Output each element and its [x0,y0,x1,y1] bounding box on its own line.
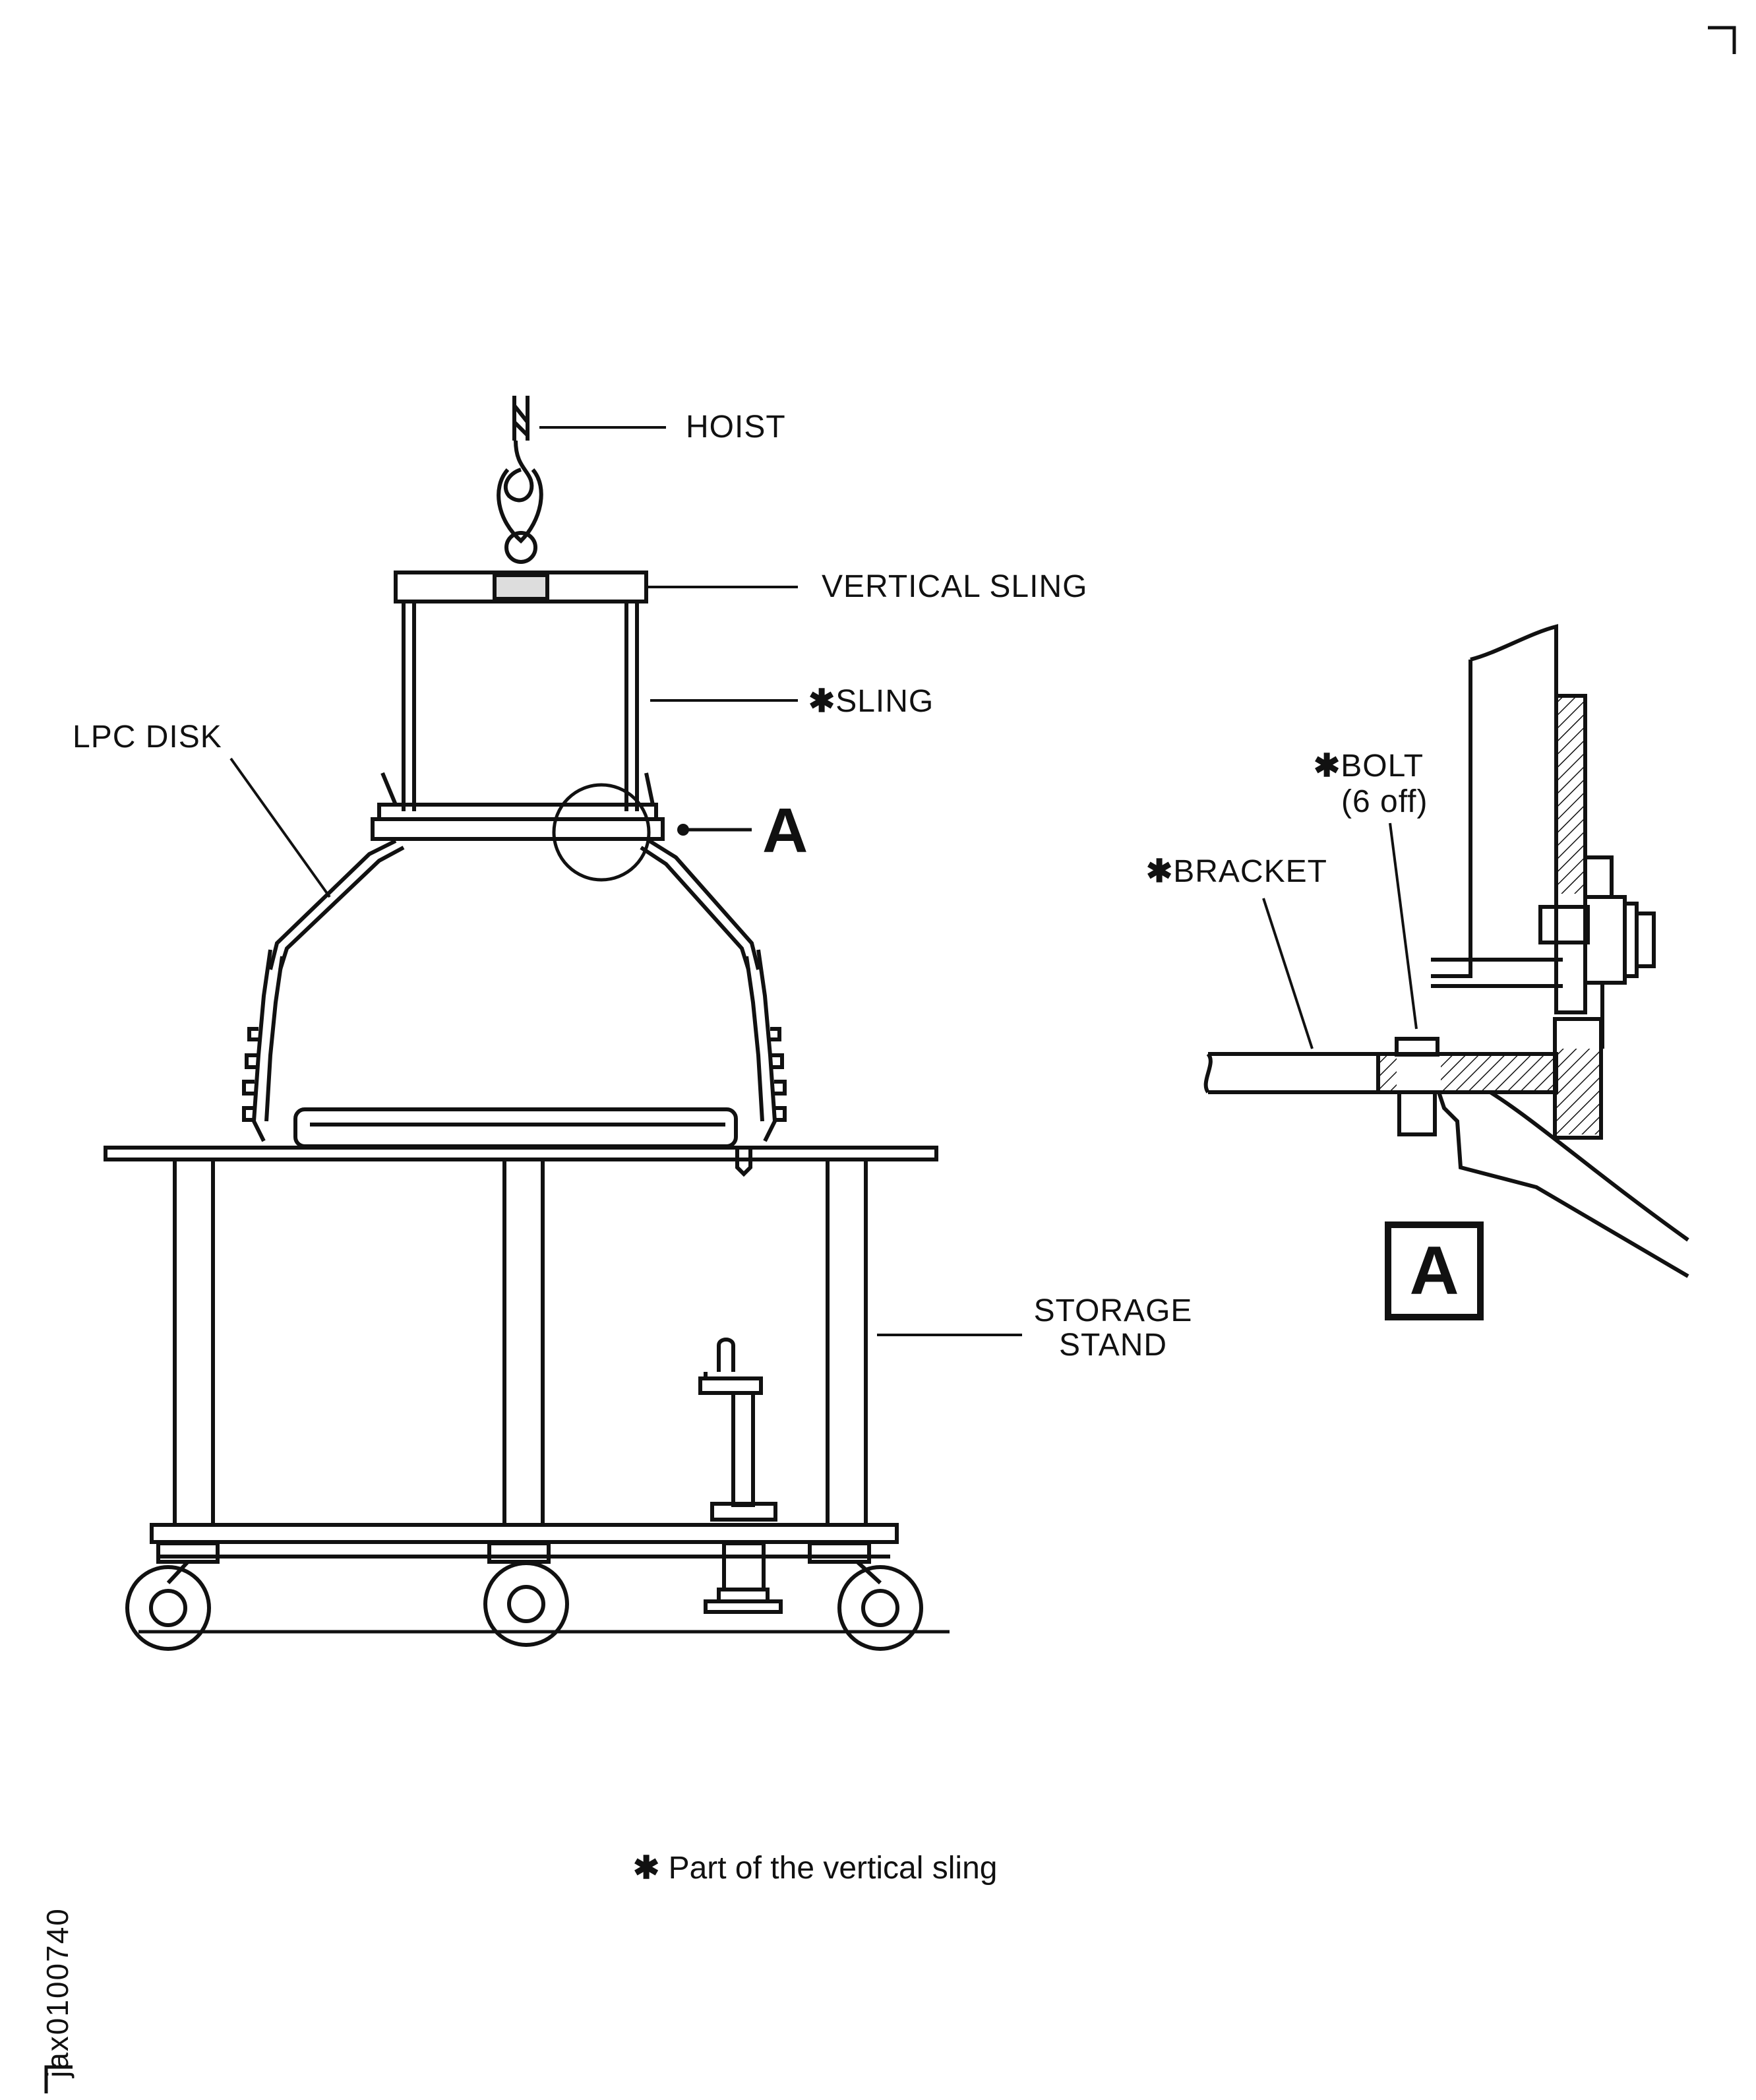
sling-label-text: SLING [835,684,934,719]
hoist-hook [497,396,543,564]
corner-mark-top-right [1708,26,1736,54]
sling-label: ✱SLING [808,686,934,718]
bolt-label-text: BOLT [1341,749,1424,784]
hatched-bracket-left [1378,1055,1397,1091]
detail-pointer-dot [677,824,689,836]
lpc-disk-label: LPC DISK [73,720,222,755]
leveling-jack [698,1338,783,1614]
sling-frame [371,602,665,841]
storage-stand [104,1146,938,1559]
detail-callout-letter: A [762,795,808,866]
bracket-label-text: BRACKET [1173,854,1327,889]
detail-a-drawing [1203,624,1689,1278]
storage-stand-label-line1: STORAGE [1033,1293,1193,1328]
leader-lines-detail [1262,822,1418,1049]
bolt-label: ✱BOLT [1314,751,1424,782]
asterisk-marker: ✱ [808,684,836,719]
footnote-text: Part of the vertical sling [668,1851,998,1886]
leader-lines-main [229,426,1022,1336]
lpc-disk [242,839,787,1148]
storage-stand-label: STORAGE STAND [1021,1294,1205,1363]
detail-circle-a [552,783,752,882]
footnote: ✱ Part of the vertical sling [633,1849,997,1886]
storage-stand-label-line2: STAND [1058,1328,1168,1363]
hatched-lower-plate [1556,1049,1600,1134]
bracket-label: ✱BRACKET [1146,856,1327,888]
hatched-bracket-arm [1441,1055,1553,1091]
asterisk-marker: ✱ [633,1851,660,1886]
hoist-label: HOIST [686,410,786,445]
hatched-flange [1556,696,1585,894]
caster-wheels [125,1541,923,1651]
figure-code: jax0100740 [40,1907,75,2078]
vertical-sling-beam [394,571,648,603]
corner-mark-bottom-left [44,2065,73,2093]
asterisk-marker: ✱ [1314,749,1341,784]
vertical-sling-label: VERTICAL SLING [822,569,1088,604]
detail-box-letter: A [1385,1221,1484,1320]
bolt-quantity-label: (6 off) [1341,784,1428,819]
asterisk-marker: ✱ [1146,854,1174,889]
